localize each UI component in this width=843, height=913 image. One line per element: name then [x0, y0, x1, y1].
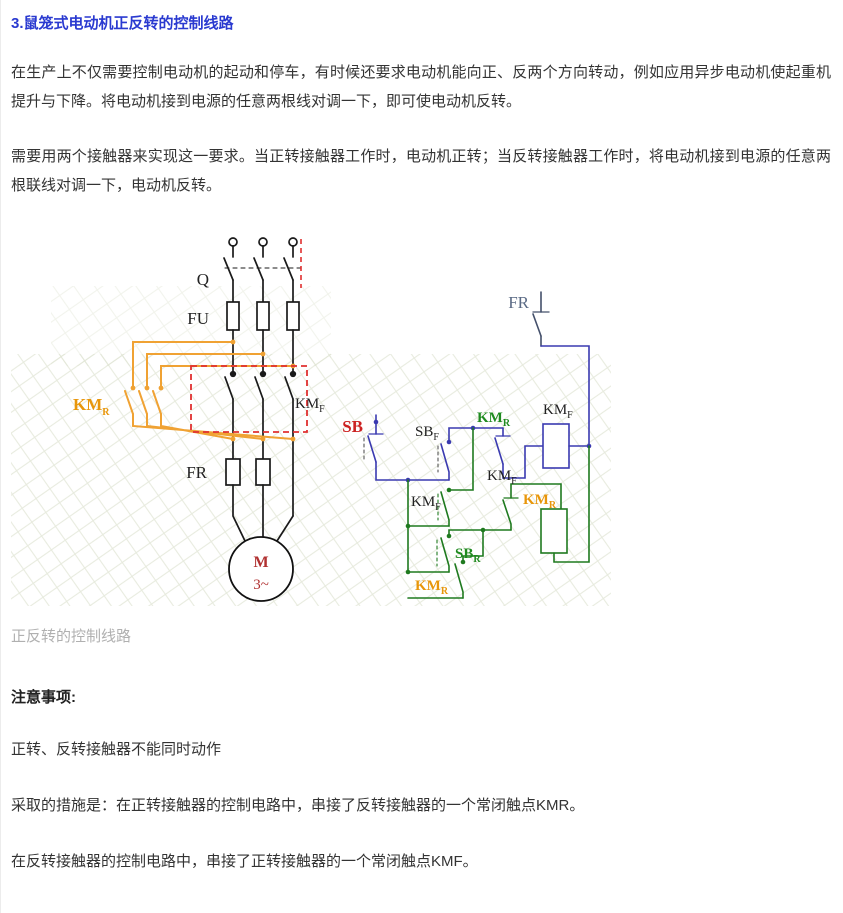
forward-control-circuit — [363, 345, 592, 483]
motor-symbol — [228, 536, 294, 602]
motor-m-label: M — [253, 554, 268, 571]
sb-stop-label: SB — [342, 417, 363, 436]
supply-terminal — [288, 237, 298, 247]
kmr-nc-interlock-contact — [494, 427, 504, 465]
fuse — [286, 301, 300, 331]
notes-heading: 注意事项: — [11, 689, 76, 706]
note-2: 采取的措施是：在正转接触器的控制电路中，串接了反转接触器的一个常闭触点KMR。 — [11, 797, 585, 814]
kmf-holding-contact — [440, 491, 450, 527]
thermal-relay-contact — [532, 291, 550, 347]
sbf-start-button — [440, 443, 450, 481]
sbf-label: SBF — [415, 424, 439, 443]
thermal-heater — [225, 458, 241, 486]
phase-crossover-wires — [132, 413, 294, 440]
note-1: 正转、反转接触器不能同时动作 — [11, 741, 222, 758]
note-3: 在反转接触器的控制电路中，串接了正转接触器的一个常闭触点KMF。 — [11, 853, 478, 870]
article-heading: 3.鼠笼式电动机正反转的控制线路 — [11, 15, 234, 32]
watermark-texture-2 — [51, 286, 331, 366]
kmf-holding-label: KMF — [411, 494, 441, 513]
q-label: Q — [197, 270, 209, 289]
fr-main-label: FR — [186, 463, 207, 482]
kmr-interlock-label: KMR — [477, 410, 511, 429]
figure-caption: 正反转的控制线路 — [11, 628, 132, 645]
sbr-start-button — [440, 537, 450, 573]
motor-phase-label: 3~ — [253, 577, 269, 593]
reverse-contactor-wiring — [124, 339, 296, 442]
main-power-circuit — [223, 237, 304, 542]
circuit-figure: Q FU FR KMR KMF FR SB SBF KMR KMF KMF KM… — [11, 226, 831, 646]
paragraph-1: 在生产上不仅需要控制电动机的起动和停车，有时候还要求电动机能向正、反两个方向转动… — [11, 64, 831, 110]
sbr-label: SBR — [455, 546, 481, 565]
thermal-heater — [255, 458, 271, 486]
fuse — [256, 301, 270, 331]
kmf-nc-label: KMF — [487, 468, 517, 487]
kmf-main-label: KMF — [295, 396, 325, 415]
q-switch-blades — [223, 257, 294, 281]
kmr-coil-label: KMR — [523, 492, 557, 511]
fuse — [226, 301, 240, 331]
circuit-diagram: Q FU FR KMR KMF FR SB SBF KMR KMF KMF KM… — [11, 237, 611, 606]
kmf-nc-interlock-contact — [502, 499, 512, 531]
paragraph-2: 需要用两个接触器来实现这一要求。当正转接触器工作时，电动机正转；当反转接触器工作… — [11, 148, 831, 194]
kmr-coil — [540, 508, 568, 554]
contactor-dashed-box — [190, 365, 308, 433]
kmr-main-contacts — [124, 390, 162, 415]
kmr-main-label: KMR — [73, 395, 110, 418]
fu-label: FU — [187, 309, 209, 328]
fr-control-label: FR — [508, 293, 529, 312]
watermark-texture — [11, 354, 611, 606]
kmr-holding-contact — [454, 563, 464, 599]
kmf-coil-label: KMF — [543, 402, 573, 421]
kmf-coil — [542, 423, 570, 469]
supply-terminal — [258, 237, 268, 247]
reverse-control-circuit — [405, 427, 590, 599]
kmf-main-contacts — [224, 376, 294, 400]
supply-terminal — [228, 237, 238, 247]
kmr-holding-label: KMR — [415, 578, 449, 597]
